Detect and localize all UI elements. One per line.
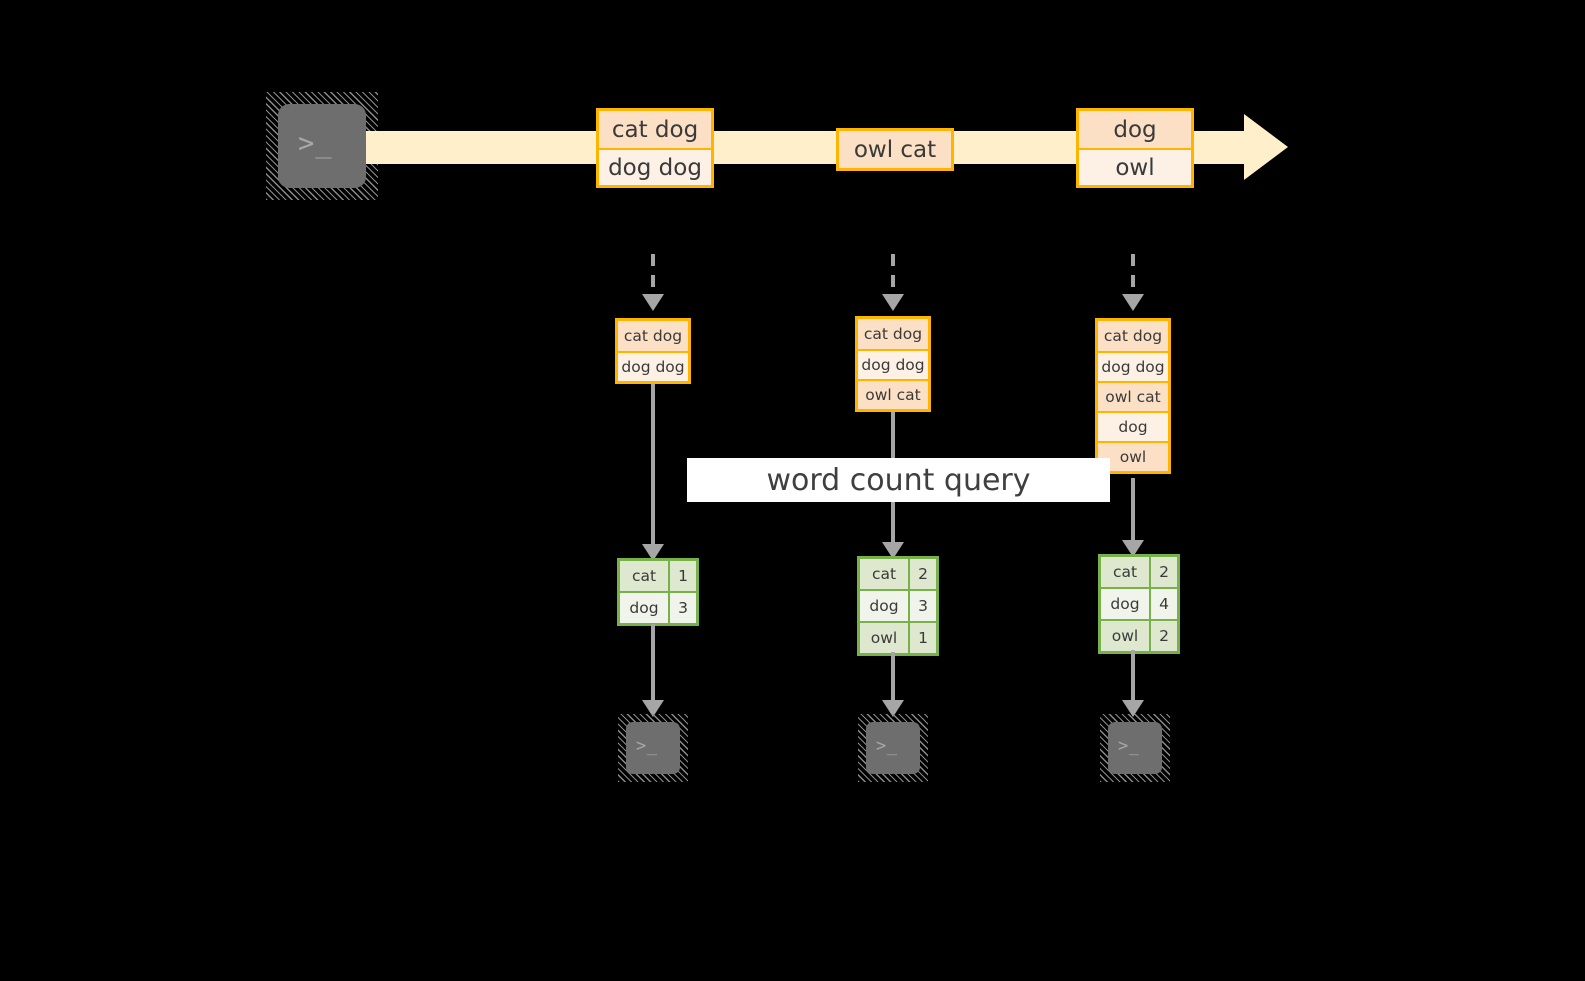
table-row: dog 3: [860, 589, 936, 621]
terminal-body: [1108, 722, 1162, 774]
table-cell-word: cat: [1101, 557, 1149, 587]
terminal-prompt-glyph: >_: [298, 128, 333, 159]
sink-terminal-icon[interactable]: >_: [618, 714, 688, 782]
batch-line: cat dog: [618, 321, 688, 351]
batch-to-result-arrowhead: [1122, 540, 1144, 557]
table-row: owl 1: [860, 621, 936, 653]
stream-record-line: cat dog: [599, 111, 711, 148]
batch-box[interactable]: cat dog dog dog owl cat dog owl: [1095, 318, 1171, 474]
table-cell-word: cat: [620, 561, 668, 591]
result-table[interactable]: cat 1 dog 3: [617, 558, 699, 626]
table-cell-count: 1: [908, 623, 936, 653]
table-cell-word: dog: [1101, 589, 1149, 619]
stream-record-line: dog dog: [599, 148, 711, 185]
stream-record[interactable]: dog owl: [1076, 108, 1194, 188]
table-row: owl 2: [1101, 619, 1177, 651]
table-cell-count: 2: [908, 559, 936, 589]
batch-line: owl cat: [1098, 381, 1168, 411]
table-row: dog 4: [1101, 587, 1177, 619]
stream-record[interactable]: owl cat: [836, 128, 954, 171]
batch-box[interactable]: cat dog dog dog owl cat: [855, 316, 931, 412]
table-cell-word: owl: [860, 623, 908, 653]
batch-to-result-connector: [1131, 478, 1135, 550]
batch-to-result-arrowhead: [642, 544, 664, 561]
table-cell-word: cat: [860, 559, 908, 589]
batch-box[interactable]: cat dog dog dog: [615, 318, 691, 384]
result-to-sink-arrowhead: [1122, 700, 1144, 717]
trigger-connector: [1131, 254, 1135, 296]
result-to-sink-arrowhead: [882, 700, 904, 717]
batch-line: dog dog: [618, 351, 688, 381]
sink-terminal-icon[interactable]: >_: [1100, 714, 1170, 782]
batch-line: cat dog: [858, 319, 928, 349]
stream-record-line: owl cat: [839, 131, 951, 168]
trigger-arrowhead: [1122, 294, 1144, 311]
input-stream-arrowhead: [1244, 114, 1288, 180]
result-to-sink-arrowhead: [642, 700, 664, 717]
terminal-prompt-glyph: >_: [636, 736, 658, 756]
stream-record[interactable]: cat dog dog dog: [596, 108, 714, 188]
table-cell-word: dog: [620, 593, 668, 623]
batch-line: cat dog: [1098, 321, 1168, 351]
terminal-body: [626, 722, 680, 774]
table-row: cat 2: [860, 559, 936, 589]
table-cell-count: 2: [1149, 557, 1177, 587]
table-cell-count: 3: [908, 591, 936, 621]
batch-line: owl: [1098, 441, 1168, 471]
result-to-sink-connector: [1131, 650, 1135, 708]
table-row: cat 1: [620, 561, 696, 591]
table-cell-word: owl: [1101, 621, 1149, 651]
terminal-body: [866, 722, 920, 774]
result-to-sink-connector: [651, 624, 655, 708]
table-cell-count: 2: [1149, 621, 1177, 651]
query-label: word count query: [687, 458, 1110, 502]
result-table[interactable]: cat 2 dog 3 owl 1: [857, 556, 939, 656]
batch-line: dog dog: [858, 349, 928, 379]
result-table[interactable]: cat 2 dog 4 owl 2: [1098, 554, 1180, 654]
table-row: cat 2: [1101, 557, 1177, 587]
trigger-arrowhead: [642, 294, 664, 311]
source-terminal-icon[interactable]: >_: [266, 92, 378, 200]
trigger-arrowhead: [882, 294, 904, 311]
result-to-sink-connector: [891, 652, 895, 708]
batch-line: dog: [1098, 411, 1168, 441]
stream-record-line: owl: [1079, 148, 1191, 185]
table-cell-word: dog: [860, 591, 908, 621]
trigger-connector: [891, 254, 895, 296]
terminal-prompt-glyph: >_: [1118, 736, 1140, 756]
trigger-connector: [651, 254, 655, 296]
batch-to-result-arrowhead: [882, 542, 904, 559]
terminal-prompt-glyph: >_: [876, 736, 898, 756]
stream-record-line: dog: [1079, 111, 1191, 148]
terminal-body: [278, 104, 366, 188]
batch-to-result-connector: [651, 384, 655, 552]
batch-line: owl cat: [858, 379, 928, 409]
table-cell-count: 1: [668, 561, 696, 591]
batch-line: dog dog: [1098, 351, 1168, 381]
table-cell-count: 4: [1149, 589, 1177, 619]
table-row: dog 3: [620, 591, 696, 623]
sink-terminal-icon[interactable]: >_: [858, 714, 928, 782]
table-cell-count: 3: [668, 593, 696, 623]
